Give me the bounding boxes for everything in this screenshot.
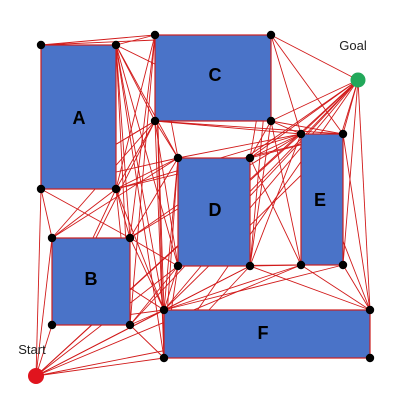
vertex-node (150, 30, 160, 40)
roadmap-edge (270, 34, 344, 135)
roadmap-edge (40, 188, 53, 239)
roadmap-edge (129, 34, 156, 326)
obstacle-label-a: A (73, 108, 86, 128)
roadmap-edge (35, 237, 53, 377)
roadmap-edge (115, 44, 179, 267)
obstacle-d (177, 157, 251, 267)
vertex-node (47, 320, 57, 330)
roadmap-edge (270, 120, 302, 266)
roadmap-edge (163, 79, 359, 311)
roadmap-edge (270, 34, 359, 81)
vertex-node (338, 129, 348, 139)
vertex-node (266, 116, 276, 126)
roadmap-edge (163, 265, 179, 311)
roadmap-edge (115, 157, 179, 190)
roadmap-edge (115, 188, 165, 311)
roadmap-edge (40, 34, 156, 46)
vertex-node (36, 184, 46, 194)
vertex-node (47, 233, 57, 243)
vertex-node (36, 40, 46, 50)
vertex-node (173, 261, 183, 271)
obstacle-label-c: C (209, 65, 222, 85)
vertex-node (245, 153, 255, 163)
vertex-node (125, 233, 135, 243)
vertex-node (338, 260, 348, 270)
vertex-node (296, 129, 306, 139)
roadmap-edge (115, 44, 165, 359)
vertex-node (125, 320, 135, 330)
obstacle-label-f: F (258, 323, 269, 343)
vertex-node (245, 261, 255, 271)
roadmap-edge (300, 79, 359, 135)
goal-label: Goal (339, 38, 367, 53)
roadmap-edge (115, 44, 131, 239)
roadmap-edge (35, 133, 302, 377)
roadmap-edge (342, 264, 371, 311)
roadmap-edge (115, 120, 156, 190)
roadmap-edge (129, 157, 179, 239)
obstacle-label-e: E (314, 190, 326, 210)
roadmap-edge (154, 120, 165, 359)
roadmap-edge (154, 120, 179, 159)
roadmap-vertices (36, 30, 375, 363)
roadmap-edge (35, 324, 53, 377)
obstacle-a (40, 44, 117, 190)
roadmap-edge (342, 133, 371, 311)
vertex-node (296, 260, 306, 270)
roadmap-edge (51, 188, 117, 239)
roadmap-edge (35, 357, 165, 377)
roadmap-edge (129, 237, 179, 267)
roadmap-edge (249, 133, 302, 159)
roadmap-edge (249, 157, 302, 266)
roadmap-edge (115, 188, 131, 239)
start-label: Start (18, 342, 46, 357)
roadmap-edge (40, 188, 131, 239)
roadmap-edge (115, 34, 156, 190)
roadmap-edge (300, 264, 371, 311)
roadmap-edge (357, 79, 371, 311)
roadmap-edge (154, 120, 302, 135)
start-node (28, 368, 44, 384)
obstacles (40, 34, 371, 359)
roadmap-edge (163, 265, 251, 311)
roadmap-edge (154, 120, 179, 267)
obstacle-b (51, 237, 131, 326)
roadmap-edge (129, 34, 156, 239)
roadmap-edge (270, 120, 302, 135)
vertex-node (173, 153, 183, 163)
vertex-node (111, 40, 121, 50)
roadmap-edge (249, 265, 371, 311)
obstacle-e (300, 133, 344, 266)
roadmap-edge (163, 264, 344, 311)
roadmap-edge (249, 120, 272, 267)
roadmap-edge (342, 79, 359, 266)
roadmap-edge (177, 133, 302, 159)
roadmap-edge (249, 79, 359, 159)
vertex-node (365, 353, 375, 363)
vertex-node (365, 305, 375, 315)
roadmap-edge (163, 264, 302, 311)
goal-node (350, 72, 366, 88)
vertex-node (150, 116, 160, 126)
obstacle-f (163, 309, 371, 359)
vertex-node (159, 305, 169, 315)
obstacle-label-b: B (85, 269, 98, 289)
roadmap-edge (249, 120, 272, 159)
vertex-node (111, 184, 121, 194)
vertex-node (159, 353, 169, 363)
roadmap-edge (35, 188, 42, 377)
roadmap-edge (270, 120, 344, 135)
obstacle-labels: A B C D E F (73, 65, 327, 343)
roadmap-edge (154, 120, 344, 135)
roadmap-edge (270, 34, 302, 135)
obstacle-c (154, 34, 272, 122)
roadmap-edge (270, 79, 359, 122)
vertex-node (266, 30, 276, 40)
roadmap-edge (115, 34, 156, 46)
obstacle-label-d: D (209, 200, 222, 220)
roadmap-edge (163, 157, 179, 311)
roadmap-edge (129, 324, 165, 359)
